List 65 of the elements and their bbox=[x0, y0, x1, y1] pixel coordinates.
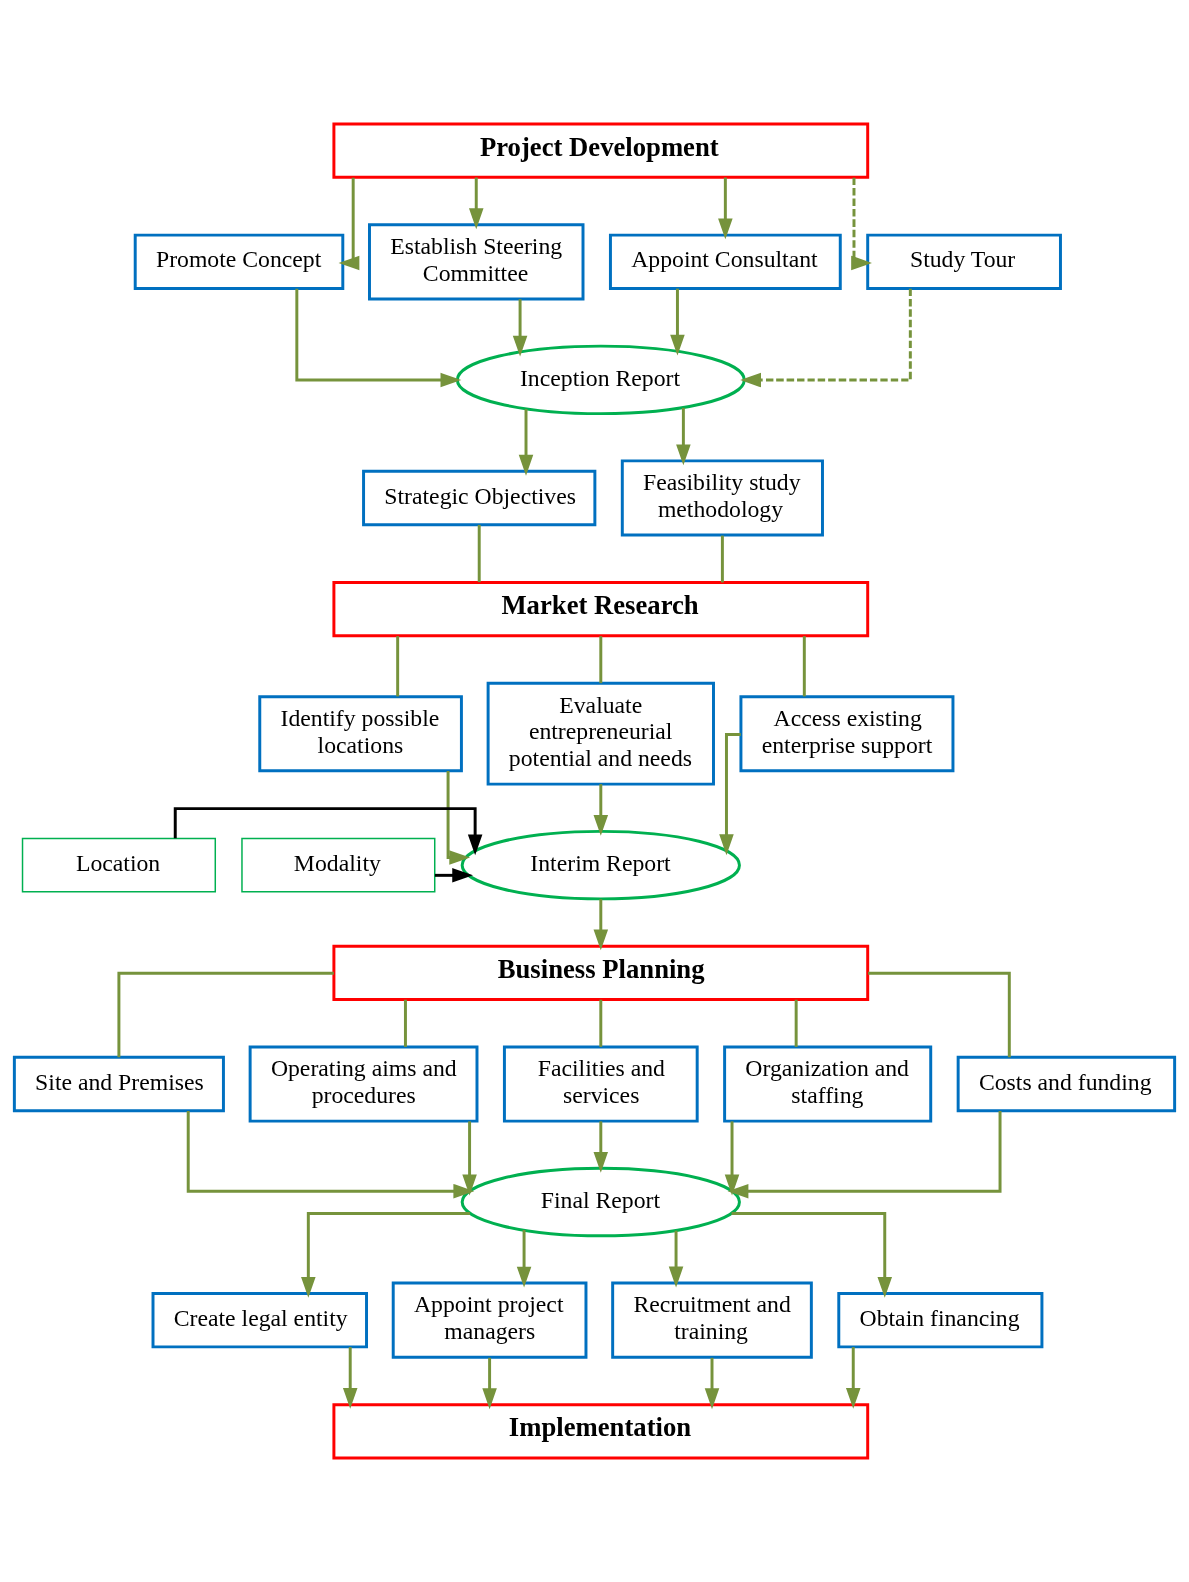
node-box: Implementation bbox=[332, 1403, 870, 1460]
arrow bbox=[173, 807, 483, 856]
arrow bbox=[845, 1347, 861, 1409]
connector bbox=[117, 971, 334, 1058]
node-box: Facilities and services bbox=[502, 1045, 699, 1123]
node-box: Strategic Objectives bbox=[362, 469, 597, 527]
node-box: Business Planning bbox=[332, 944, 870, 1001]
arrow bbox=[593, 1121, 609, 1173]
arrow bbox=[518, 409, 534, 476]
node-box: Access existing enterprise support bbox=[739, 695, 955, 773]
arrow bbox=[593, 784, 609, 836]
arrow bbox=[668, 1230, 684, 1288]
arrow bbox=[670, 288, 685, 356]
arrow bbox=[295, 288, 462, 388]
arrow bbox=[338, 177, 360, 271]
node-box: Location bbox=[21, 837, 216, 893]
arrow bbox=[731, 1211, 893, 1298]
arrow bbox=[468, 177, 484, 230]
connector bbox=[477, 524, 481, 583]
arrow bbox=[727, 1111, 1002, 1199]
node-box: Establish Steering Committee bbox=[368, 223, 585, 301]
node-ellipse: Interim Report bbox=[460, 829, 741, 901]
node-box: Site and Premises bbox=[12, 1055, 225, 1113]
connector bbox=[802, 636, 806, 697]
node-box: Market Research bbox=[332, 581, 870, 638]
arrow bbox=[593, 899, 609, 951]
node-box: Appoint Consultant bbox=[608, 233, 842, 290]
node-box: Recruitment and training bbox=[611, 1281, 813, 1359]
arrow bbox=[512, 299, 528, 357]
connector bbox=[794, 999, 798, 1047]
node-box: Obtain financing bbox=[837, 1292, 1044, 1349]
node-box: Appoint project managers bbox=[391, 1281, 588, 1359]
node-box: Modality bbox=[241, 837, 436, 893]
connector bbox=[403, 999, 407, 1047]
arrow bbox=[462, 1121, 477, 1196]
arrow bbox=[301, 1211, 470, 1298]
node-box: Study Tour bbox=[866, 233, 1062, 290]
node-box: Identify possible locations bbox=[258, 695, 463, 773]
arrow bbox=[342, 1347, 358, 1409]
arrow bbox=[516, 1230, 532, 1288]
arrow bbox=[851, 177, 872, 271]
node-box: Organization and staffing bbox=[723, 1045, 933, 1123]
connector bbox=[868, 971, 1011, 1058]
arrow bbox=[434, 868, 474, 883]
arrow bbox=[446, 770, 471, 865]
node-box: Project Development bbox=[332, 122, 870, 179]
connector bbox=[720, 535, 724, 583]
node-ellipse: Inception Report bbox=[455, 344, 746, 416]
node-box: Create legal entity bbox=[151, 1292, 368, 1349]
arrow bbox=[719, 733, 741, 856]
connector bbox=[396, 636, 400, 697]
arrow bbox=[724, 1121, 740, 1196]
arrow bbox=[740, 288, 912, 388]
node-box: Costs and funding bbox=[956, 1055, 1177, 1113]
arrow bbox=[718, 177, 733, 240]
node-box: Operating aims and procedures bbox=[248, 1045, 479, 1123]
node-box: Feasibility study methodology bbox=[620, 459, 824, 537]
arrow bbox=[186, 1111, 475, 1199]
connector bbox=[599, 999, 603, 1047]
connector bbox=[599, 636, 603, 684]
arrow bbox=[704, 1357, 720, 1410]
node-box: Evaluate entrepreneurial potential and needs bbox=[486, 681, 715, 786]
arrow bbox=[676, 407, 691, 466]
node-box: Promote Concept bbox=[133, 233, 345, 290]
arrow bbox=[482, 1357, 497, 1410]
